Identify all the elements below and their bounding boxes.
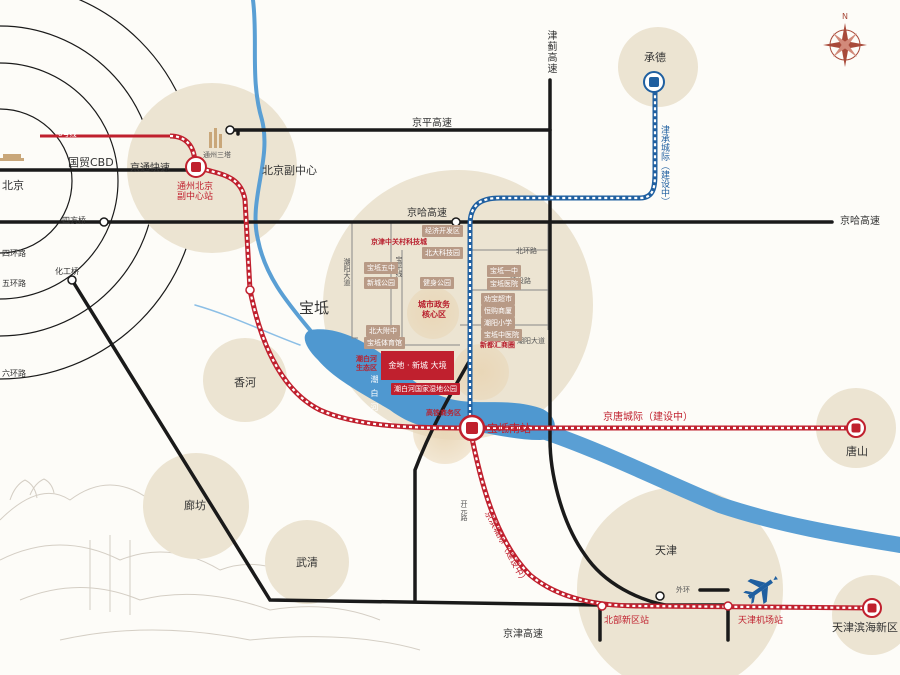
tongzhou-towers-label: 通州三塔 [203,151,231,159]
chengde-area [618,27,698,107]
station-icons [185,71,882,618]
airplane-icon [743,576,778,605]
supermarket-tag: 劝宝超市 [481,293,515,305]
waihuan-label: 外环 [676,586,690,594]
river-label: 潮白河 [370,375,379,417]
chengde-label: 承德 [644,51,666,64]
newpark-tag: 新城公园 [364,277,398,289]
jingping-label: 京平高速 [412,118,452,129]
baodi-area [323,170,593,440]
fitness-tag: 健身公园 [420,277,454,289]
tongzhou-towers-icon [209,128,222,148]
jinji-highway [548,78,667,607]
binhai-label: 天津滨海新区 [832,621,898,634]
mall-tag: 恒购商厦 [481,305,515,317]
jingha-right-label: 京哈高速 [840,216,880,227]
jingtong-label: 京通快速 [130,163,170,174]
school5-tag: 宝坻五中 [364,262,398,274]
chaobai-ave-right-label: 潮阳大道 [517,337,545,345]
beihuan-label: 北环路 [516,247,537,255]
baodi-label: 宝坻 [299,299,330,317]
rail-tracks [169,82,873,611]
econ-dev-tag: 经济开发区 [422,225,463,237]
guomao-cbd-label: 国贸CBD [68,156,114,169]
langfang-label: 廊坊 [184,499,206,512]
compass-north-label: N [842,12,848,21]
tianjin-area [577,487,783,675]
chaobai-eco-label: 潮白河 生态区 [356,355,377,372]
zgc-tag: 京津中关村科技城 [371,238,427,246]
jingtang-label: 京唐城际（建设中） [603,412,693,423]
line6-label: 6号线 [58,130,77,138]
area-circles [127,27,900,675]
xianghe-area [203,338,287,422]
tcm-tag: 宝坻中医院 [481,329,522,341]
compass-rose [823,23,867,67]
highways [0,78,834,642]
baoping-label: 宝平线 [395,256,403,277]
tongzhou-station-label: 通州北京 副中心站 [177,182,214,202]
gov-core-label: 城市政务 核心区 [418,300,450,319]
jingjin-label: 京津高速 [503,629,543,640]
beijing-building-icon [0,154,24,161]
sifang-bridge-label: 四方桥 [62,216,86,225]
chaobai-ave-label: 潮阳大道 [343,258,351,286]
jingjin-highway [70,278,602,607]
beibu-station-label: 北部新区站 [604,616,650,626]
sub-center-label: 北京副中心 [262,164,317,177]
tangshan-label: 唐山 [846,445,868,458]
chaobai-river-body [304,329,555,440]
stadium-tag: 宝坻体育馆 [364,337,405,349]
junction-dots [67,125,733,611]
chaobai-park-tag: 潮白河国家湿地公园 [391,383,460,395]
langfang-area [143,453,249,559]
tianjin-airport-label: 天津机场站 [738,616,784,626]
xianghe-label: 香河 [234,376,256,389]
highspeed-biz-label: 高铁商务区 [426,409,461,417]
jincheng-label: 津承城际（建设中） [659,125,669,206]
xindu-tag: 新都汇商圈 [480,341,515,349]
wuqing-area [265,520,349,604]
jingha-center-label: 京哈高速 [407,208,447,219]
project-marker[interactable]: 金地 · 新城 大境 [381,351,454,380]
kaiyuan-road [413,358,472,602]
ring6-label: 六环路 [2,369,26,378]
beijing-label: 北京 [2,179,24,192]
rivers [194,0,900,553]
school1-tag: 宝坻一中 [487,265,521,277]
ring4-label: 四环路 [2,249,26,258]
wuqing-label: 武清 [296,556,318,569]
primary-tag: 潮阳小学 [481,317,515,329]
baodi-south-station-label: 宝坻南站 [487,422,531,435]
ring5-label: 五环路 [2,279,26,288]
kaiyuan-label: 开元路 [460,500,468,521]
jinji-label: 津蓟高速 [545,30,556,74]
tianjin-label: 天津 [655,544,677,557]
beichen-tag: 北大科技园 [422,247,463,259]
hospital-pop-tag: 宝坻医院 [487,278,521,290]
pku-high-tag: 北大附中 [366,325,400,337]
huagong-bridge-label: 化工桥 [55,267,79,276]
